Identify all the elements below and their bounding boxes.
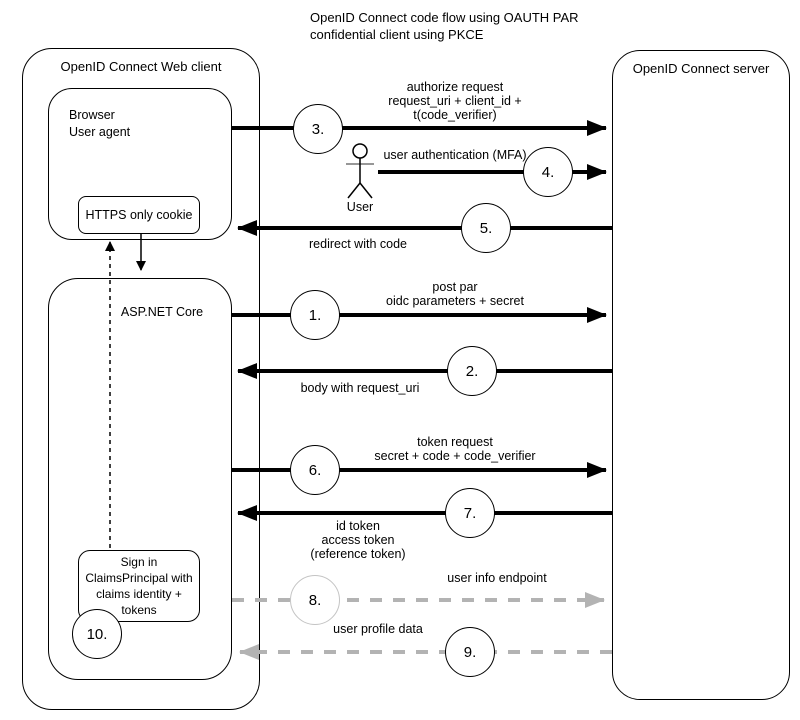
label-step-5: redirect with code <box>309 237 407 251</box>
label-step-9: user profile data <box>333 622 423 636</box>
label-step-2: body with request_uri <box>300 381 420 395</box>
https-cookie-label: HTTPS only cookie <box>85 208 193 222</box>
aspnet-label: ASP.NET Core <box>120 305 204 319</box>
step-circle-10: 10. <box>72 609 122 659</box>
label-step-6: token request secret + code + code_verif… <box>374 435 536 463</box>
step-circle-1: 1. <box>290 290 340 340</box>
step-circle-8: 8. <box>290 575 340 625</box>
label-step-8: user info endpoint <box>447 571 547 585</box>
label-step-4: user authentication (MFA) <box>383 148 527 162</box>
browser-label: Browser User agent <box>69 108 131 139</box>
step-circle-5: 5. <box>461 203 511 253</box>
step-circle-4: 4. <box>523 147 573 197</box>
step-circle-3: 3. <box>293 104 343 154</box>
client-container-label: OpenID Connect Web client <box>60 59 222 74</box>
step-circle-2: 2. <box>447 346 497 396</box>
user-actor-icon <box>346 143 374 199</box>
step-circle-6: 6. <box>290 445 340 495</box>
diagram-title: OpenID Connect code flow using OAUTH PAR… <box>310 10 579 42</box>
step-circle-9: 9. <box>445 627 495 677</box>
signin-label: Sign in ClaimsPrincipal with claims iden… <box>85 555 193 617</box>
label-step-1: post par oidc parameters + secret <box>386 280 524 308</box>
server-label: OpenID Connect server <box>632 61 770 76</box>
label-step-3: authorize request request_uri + client_i… <box>388 80 522 122</box>
user-actor-label: User <box>346 200 374 214</box>
label-step-7: id token access token (reference token) <box>310 519 406 561</box>
server-box: OpenID Connect server <box>612 50 790 700</box>
https-cookie-box: HTTPS only cookie <box>78 196 200 234</box>
step-circle-7: 7. <box>445 488 495 538</box>
